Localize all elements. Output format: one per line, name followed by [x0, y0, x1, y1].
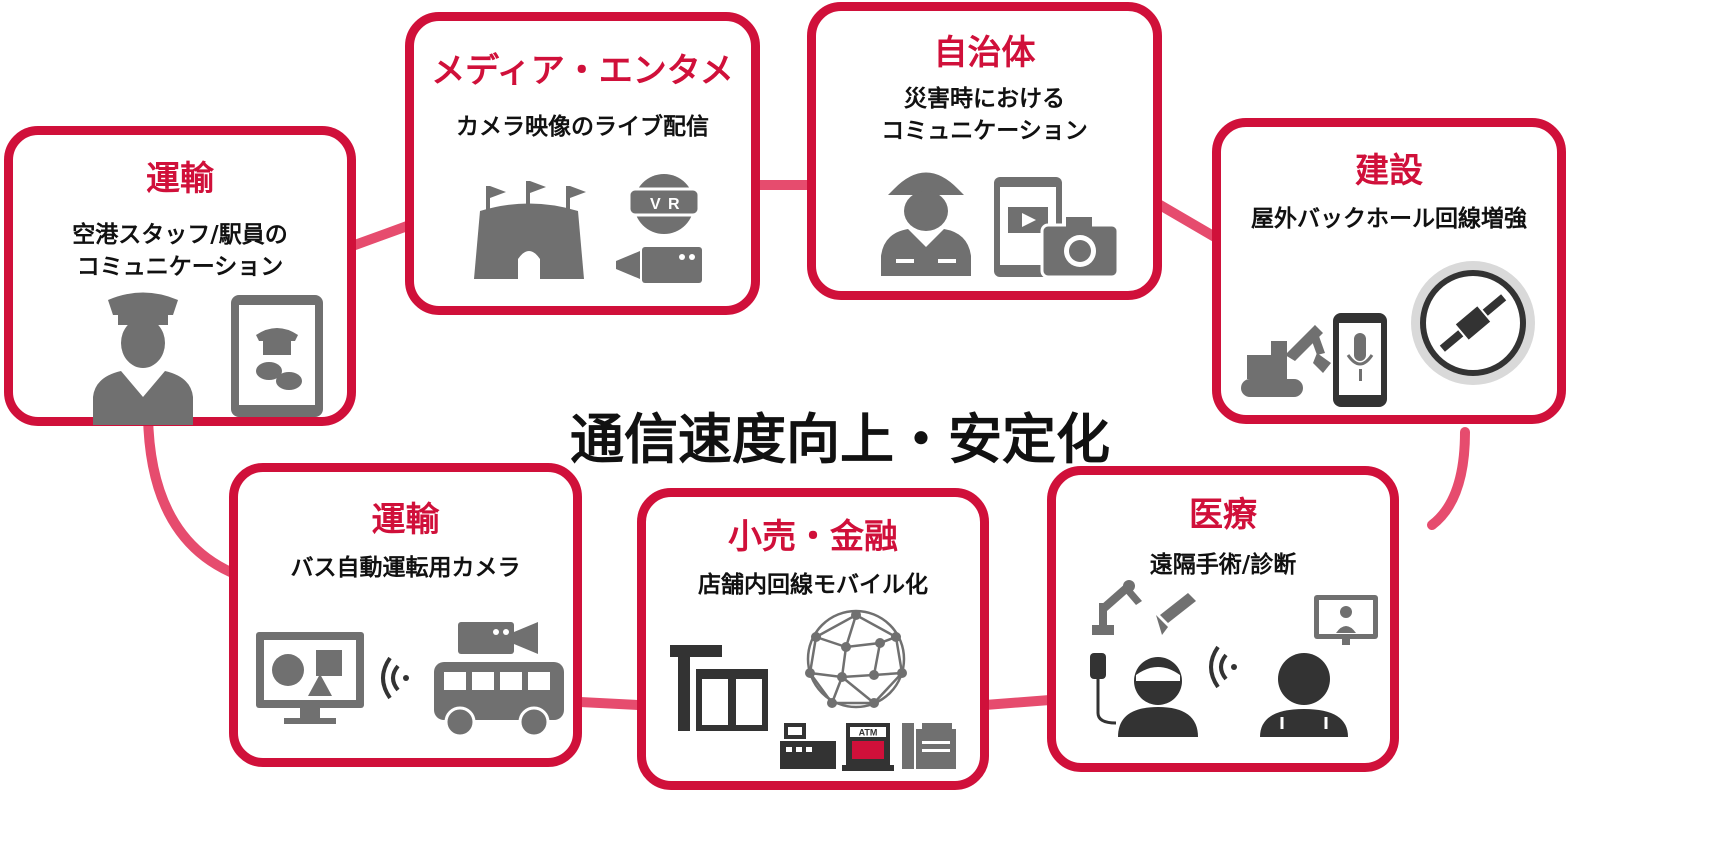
card-icons: [1090, 580, 1378, 737]
monitor-shapes-icon: [256, 632, 364, 724]
cash-register-icon: [780, 723, 836, 769]
card-subtitle: 遠隔手術/診断: [1149, 552, 1297, 578]
card-subtitle: 屋外バックホール回線増強: [1251, 206, 1527, 232]
card-title: 運輸: [371, 500, 440, 540]
card-subtitle: バス自動運転用カメラ: [290, 555, 521, 581]
card-construction: 建設 屋外バックホール回線増強: [1212, 118, 1566, 424]
wireless-signal-icon: [1209, 645, 1237, 689]
card-transport-staff: 運輸 空港スタッフ/駅員の コミュニケーション: [4, 126, 356, 426]
monitor-doctor-icon: [1314, 595, 1378, 645]
phone-microphone-icon: [1333, 313, 1387, 407]
atm-label: ATM: [859, 728, 878, 738]
card-media: メディア・エンタメ カメラ映像のライブ配信 V R: [405, 12, 760, 315]
card-icons: [93, 292, 323, 425]
network-nodes: [805, 610, 907, 708]
bus-icon: [434, 662, 564, 738]
card-icons: [256, 622, 564, 738]
card-icons: [1241, 261, 1535, 407]
printer-icon: [902, 723, 956, 769]
wireless-signal-icon: [381, 656, 409, 700]
card-subtitle: カメラ映像のライブ配信: [456, 114, 709, 140]
patient-icon: [1090, 653, 1198, 737]
card-retail: 小売・金融 店舗内回線モバイル化: [637, 488, 989, 790]
vr-headset-icon: V R: [627, 174, 701, 234]
stadium-icon: [474, 181, 586, 279]
card-medical: 医療 遠隔手術/診断: [1047, 466, 1399, 772]
video-camera-icon: [458, 622, 538, 654]
card-title: 自治体: [933, 33, 1036, 73]
tablet-phone-chat-icon: [231, 295, 323, 417]
svg-text:V: V: [650, 196, 661, 213]
store-icon: [670, 645, 768, 731]
card-icons: V R: [474, 174, 702, 283]
svg-text:R: R: [668, 196, 680, 213]
card-subtitle: 店舗内回線モバイル化: [698, 572, 928, 598]
card-icons: [881, 172, 1120, 279]
satellite-icon: [1411, 261, 1535, 385]
card-title: 小売・金融: [728, 517, 898, 557]
card-transport-bus: 運輸 バス自動運転用カメラ: [229, 463, 582, 767]
card-subtitle: 災害時における コミュニケーション: [881, 86, 1088, 144]
conductor-icon: [93, 292, 193, 425]
doctor-icon: [1260, 653, 1348, 737]
card-title: 運輸: [146, 159, 214, 199]
card-subtitle: 空港スタッフ/駅員の コミュニケーション: [72, 222, 288, 280]
excavator-icon: [1241, 325, 1331, 397]
card-municipality: 自治体 災害時における コミュニケーション: [807, 2, 1162, 300]
card-title: メディア・エンタメ: [431, 51, 734, 91]
network-sphere-icon: [806, 609, 906, 709]
robot-arm-icon: [1092, 580, 1196, 635]
video-camera-icon: [616, 247, 702, 283]
card-title: 医療: [1189, 495, 1257, 535]
center-title: 通信速度向上・安定化: [570, 408, 1110, 471]
card-title: 建設: [1355, 151, 1423, 191]
firefighter-icon: [881, 172, 971, 276]
atm-icon: ATM: [842, 723, 894, 771]
card-icons: ATM: [670, 609, 956, 771]
camera-icon: [1040, 217, 1120, 279]
